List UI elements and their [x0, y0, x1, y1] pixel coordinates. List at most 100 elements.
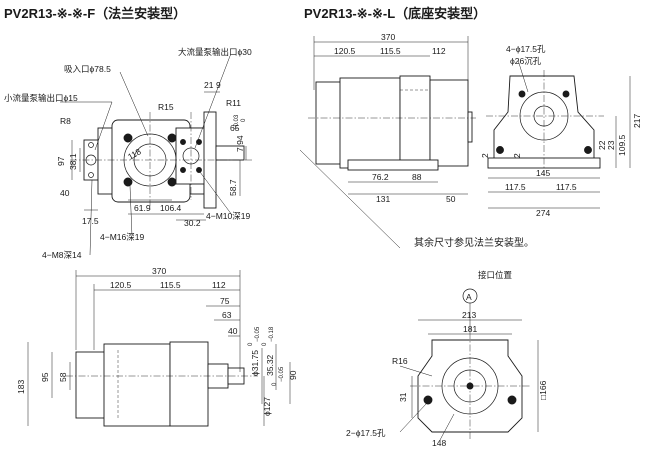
dim-r11: R11: [226, 98, 241, 108]
label-holes-175: 4−ϕ17.5孔: [506, 44, 546, 54]
leader-148: [439, 413, 455, 441]
label-m10: 4−M10深19: [206, 211, 250, 221]
tol-127-lower: −0.05: [279, 366, 285, 382]
dim-131: 131: [376, 194, 390, 204]
dim-r16: R16: [392, 356, 408, 366]
flange-end-view: 吸入口ϕ78.5 小流量泵输出口ϕ15 大流量泵输出口ϕ30 R8 97 38.…: [4, 47, 252, 260]
m10-hole: [196, 167, 202, 173]
dim-r15: R15: [158, 102, 174, 112]
dim-112: 112: [432, 46, 446, 56]
dim-148: 148: [432, 438, 446, 448]
dim-762: 76.2: [372, 172, 389, 182]
leader-small-outlet: [94, 101, 113, 151]
label-suction: 吸入口ϕ78.5: [64, 64, 111, 74]
foot-end-view: 4−ϕ17.5孔 ϕ26沉孔 145 117.5 117.5 274 2 2 2…: [480, 44, 642, 218]
note-leader: [299, 149, 401, 249]
dim-2b: 2: [512, 153, 522, 158]
dim-302: 30.2: [184, 218, 201, 228]
dim-1095: 109.5: [617, 134, 627, 156]
leader-suction: [119, 71, 149, 137]
foot-bolt-hole: [496, 146, 504, 154]
dim-r8: R8: [60, 116, 71, 126]
dim-112b: 112: [212, 280, 226, 290]
leader-holes: [517, 59, 529, 93]
dim-31: 31: [398, 392, 408, 402]
tol-3532-upper: 0: [262, 342, 268, 346]
rear-cover: [75, 351, 107, 419]
dim-22: 22: [597, 140, 607, 150]
dim-63: 63: [222, 310, 232, 320]
dim-183: 183: [16, 380, 26, 394]
foot-bolt-hole: [562, 90, 570, 98]
leader-m8: [89, 179, 93, 256]
dim-619: 61.9: [134, 203, 151, 213]
label-small-outlet: 小流量泵输出口ϕ15: [4, 93, 78, 103]
front-housing: [429, 79, 469, 167]
shaft-end: [467, 111, 473, 143]
foot-bolt-hole: [518, 90, 526, 98]
leader-r16: [399, 365, 433, 377]
dim-95: 95: [40, 372, 50, 382]
m10-hole: [180, 167, 186, 173]
leader-m16: [129, 185, 133, 237]
front-bolt-hole: [423, 395, 433, 405]
dim-3175: ϕ31.75: [250, 350, 260, 376]
cam-housing-a: [103, 343, 171, 427]
label-m16: 4−M16深19: [100, 232, 144, 242]
title-foot-mount: PV2R13-※-※-L（底座安装型）: [304, 6, 486, 21]
dim-127: ϕ127: [262, 397, 272, 416]
dim-90: 90: [288, 370, 298, 380]
leader-m10: [199, 171, 233, 216]
tol-794-upper: +0.03: [234, 114, 240, 130]
m8-hole: [88, 172, 94, 178]
dim-181: 181: [463, 324, 477, 334]
dim-1205b: 120.5: [110, 280, 132, 290]
tol-3532-lower: −0.18: [269, 326, 275, 342]
note-text: 其余尺寸参见法兰安装型。: [414, 236, 534, 249]
dim-1205: 120.5: [334, 46, 356, 56]
leader-large-outlet: [194, 55, 231, 149]
dim-75: 75: [220, 296, 230, 306]
dim-58: 58: [58, 372, 68, 382]
dim-1155: 115.5: [380, 46, 401, 56]
dim-3532: 35.32: [265, 354, 275, 376]
cam-housing-b: [169, 341, 209, 427]
side-view: 370 120.5 115.5 112 75 63 40 183 95 58 ϕ…: [16, 266, 298, 427]
cam-housing-1: [339, 77, 401, 169]
dim-217: 217: [632, 114, 642, 128]
m10-hole: [180, 139, 186, 145]
dim-145: 145: [536, 168, 550, 178]
dim-88: 88: [412, 172, 422, 182]
tol-794-lower: 0: [241, 118, 247, 122]
dim-370: 370: [381, 32, 395, 42]
flange-bolt-hole: [123, 133, 133, 143]
dim-23: 23: [606, 140, 616, 150]
dim-166: □166: [538, 380, 548, 400]
dim-370b: 370: [152, 266, 166, 276]
flange-bolt-hole: [123, 177, 133, 187]
dim-587: 58.7: [228, 179, 238, 196]
dim-17: 17.5: [82, 216, 99, 226]
label-counterbore: ϕ26沉孔: [510, 56, 542, 66]
dim-794: 7.94: [235, 135, 245, 152]
dim-38: 38.1: [68, 153, 78, 170]
dim-21: 21: [204, 80, 214, 90]
label-m8: 4−M8深14: [42, 250, 82, 260]
dim-213: 213: [462, 310, 476, 320]
dim-50: 50: [446, 194, 456, 204]
front-flange-view: A 接口位置 213 181 R16 31 □166 2−ϕ17.5孔 148: [346, 270, 548, 448]
dim-65: 65: [230, 123, 240, 133]
dim-274: 274: [536, 208, 550, 218]
front-bolt-hole: [507, 395, 517, 405]
leader-holes2: [399, 403, 427, 433]
dim-1175b: 117.5: [556, 182, 577, 192]
dim-106: 106.4: [160, 203, 182, 213]
dim-9: 9: [216, 80, 221, 90]
tol-3175-lower: −0.05: [255, 326, 261, 342]
dim-1175a: 117.5: [505, 182, 526, 192]
dim-1155b: 115.5: [160, 280, 181, 290]
m8-hole: [88, 142, 94, 148]
tol-3175-upper: 0: [248, 342, 254, 346]
dim-40b: 40: [228, 326, 238, 336]
